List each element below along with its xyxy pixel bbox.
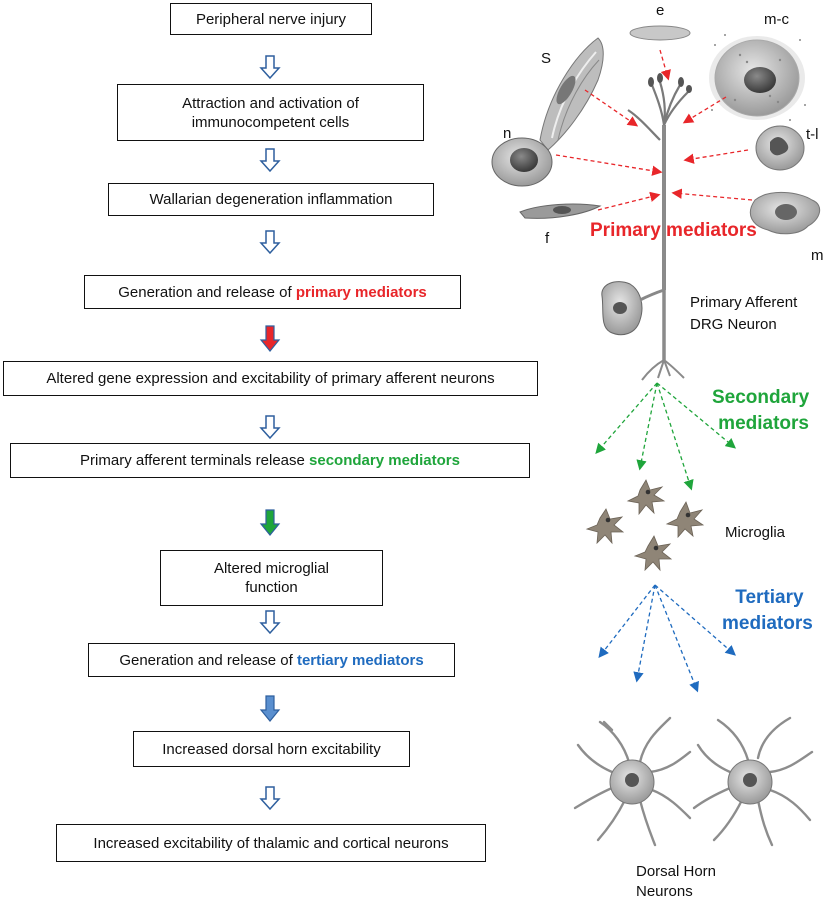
primary-mediator-arrows <box>555 49 753 211</box>
flow-arrow-outline <box>259 55 281 811</box>
flow-box-tertiary-mediators: Generation and release of tertiary media… <box>88 643 455 677</box>
flow-box-altered-microglial-function: Altered microglial function <box>160 550 383 606</box>
flow-box-label: Generation and release of primary mediat… <box>118 283 427 302</box>
drg-neuron-label: Primary Afferent DRG Neuron <box>690 292 797 336</box>
flow-box-wallarian-degeneration: Wallarian degeneration inflammation <box>108 183 434 216</box>
tertiary-mediators-label: Tertiary mediators <box>722 585 813 637</box>
flow-box-label: Primary afferent terminals release secon… <box>80 451 460 470</box>
flow-box-label: Increased excitability of thalamic and c… <box>93 834 449 852</box>
flow-box-label: Altered gene expression and excitability… <box>46 370 495 387</box>
cell-label-macrophage: m <box>811 247 824 264</box>
cell-label-neutrophil: n <box>503 125 512 142</box>
primary-mediators-label: Primary mediators <box>590 220 757 241</box>
flow-box-label: function <box>245 579 298 596</box>
dorsal-horn-neurons-label-line: Dorsal Horn <box>636 863 717 880</box>
flow-box-prefix: Generation and release of <box>118 283 296 301</box>
t-lymphocyte-illustration <box>755 125 805 171</box>
secondary-mediators-label-line: mediators <box>718 413 809 434</box>
mast-cell-illustration <box>709 34 806 121</box>
secondary-mediators-highlight: secondary mediators <box>309 452 460 469</box>
tertiary-mediator-arrows <box>598 584 736 693</box>
flow-box-primary-mediators: Generation and release of primary mediat… <box>84 275 461 309</box>
cell-label-schwann: S <box>541 50 552 67</box>
endothelial-cell-illustration <box>629 25 691 41</box>
flow-box-immunocompetent-cells: Attraction and activation of immunocompe… <box>117 84 424 141</box>
flow-box-label: immunocompetent cells <box>191 113 350 131</box>
dorsal-horn-neuron-illustration <box>692 716 814 847</box>
flow-box-label: Peripheral nerve injury <box>195 10 347 28</box>
primary-mediators-highlight: primary mediators <box>295 283 427 301</box>
flow-arrow-primary <box>259 325 281 352</box>
dorsal-horn-neuron-illustration <box>573 716 692 847</box>
cell-label-fibroblast: f <box>545 230 550 247</box>
cell-label-mast-cell: m-c <box>764 11 789 28</box>
flow-box-label: Attraction and activation of <box>182 94 359 112</box>
tertiary-mediators-highlight: tertiary mediators <box>296 651 424 669</box>
flow-box-label: Altered microglial <box>213 560 330 577</box>
secondary-mediators-label-line: Secondary <box>712 387 810 408</box>
dorsal-horn-neurons-label: Dorsal Horn Neurons <box>636 862 716 902</box>
dorsal-horn-neurons-label-line: Neurons <box>636 883 693 900</box>
tertiary-mediators-label-line: mediators <box>722 613 813 634</box>
flow-arrow-secondary <box>259 509 281 536</box>
flow-box-prefix: Generation and release of <box>119 651 297 669</box>
neutrophil-illustration <box>491 137 553 187</box>
tertiary-mediators-label-line: Tertiary <box>735 587 804 608</box>
microglia-label: Microglia <box>725 524 786 541</box>
flow-box-label: Generation and release of tertiary media… <box>119 651 423 670</box>
flow-box-prefix: Primary afferent terminals release <box>80 452 310 469</box>
drg-neuron-label-line: DRG Neuron <box>690 316 777 333</box>
macrophage-illustration <box>750 192 821 235</box>
cell-label-t-lymphocyte: t-l <box>806 126 819 143</box>
flow-arrow-tertiary <box>259 695 281 722</box>
microglia-illustration <box>585 479 705 572</box>
fibroblast-illustration <box>519 203 602 219</box>
drg-neuron-illustration <box>601 73 692 381</box>
flow-box-label: Wallarian degeneration inflammation <box>149 191 393 208</box>
flow-box-nerve-injury: Peripheral nerve injury <box>170 3 372 35</box>
secondary-mediators-label: Secondary mediators <box>712 385 809 437</box>
flow-box-altered-gene-expression: Altered gene expression and excitability… <box>3 361 538 396</box>
flow-box-dorsal-horn-excitability: Increased dorsal horn excitability <box>133 731 410 767</box>
flow-box-secondary-mediators: Primary afferent terminals release secon… <box>10 443 530 478</box>
secondary-mediator-arrows <box>595 382 736 491</box>
flow-box-label: Increased dorsal horn excitability <box>162 740 381 758</box>
cell-label-endothelial: e <box>656 2 665 19</box>
drg-neuron-label-line: Primary Afferent <box>690 294 798 311</box>
flow-box-thalamic-cortical: Increased excitability of thalamic and c… <box>56 824 486 862</box>
schwann-cell-illustration <box>539 37 604 151</box>
